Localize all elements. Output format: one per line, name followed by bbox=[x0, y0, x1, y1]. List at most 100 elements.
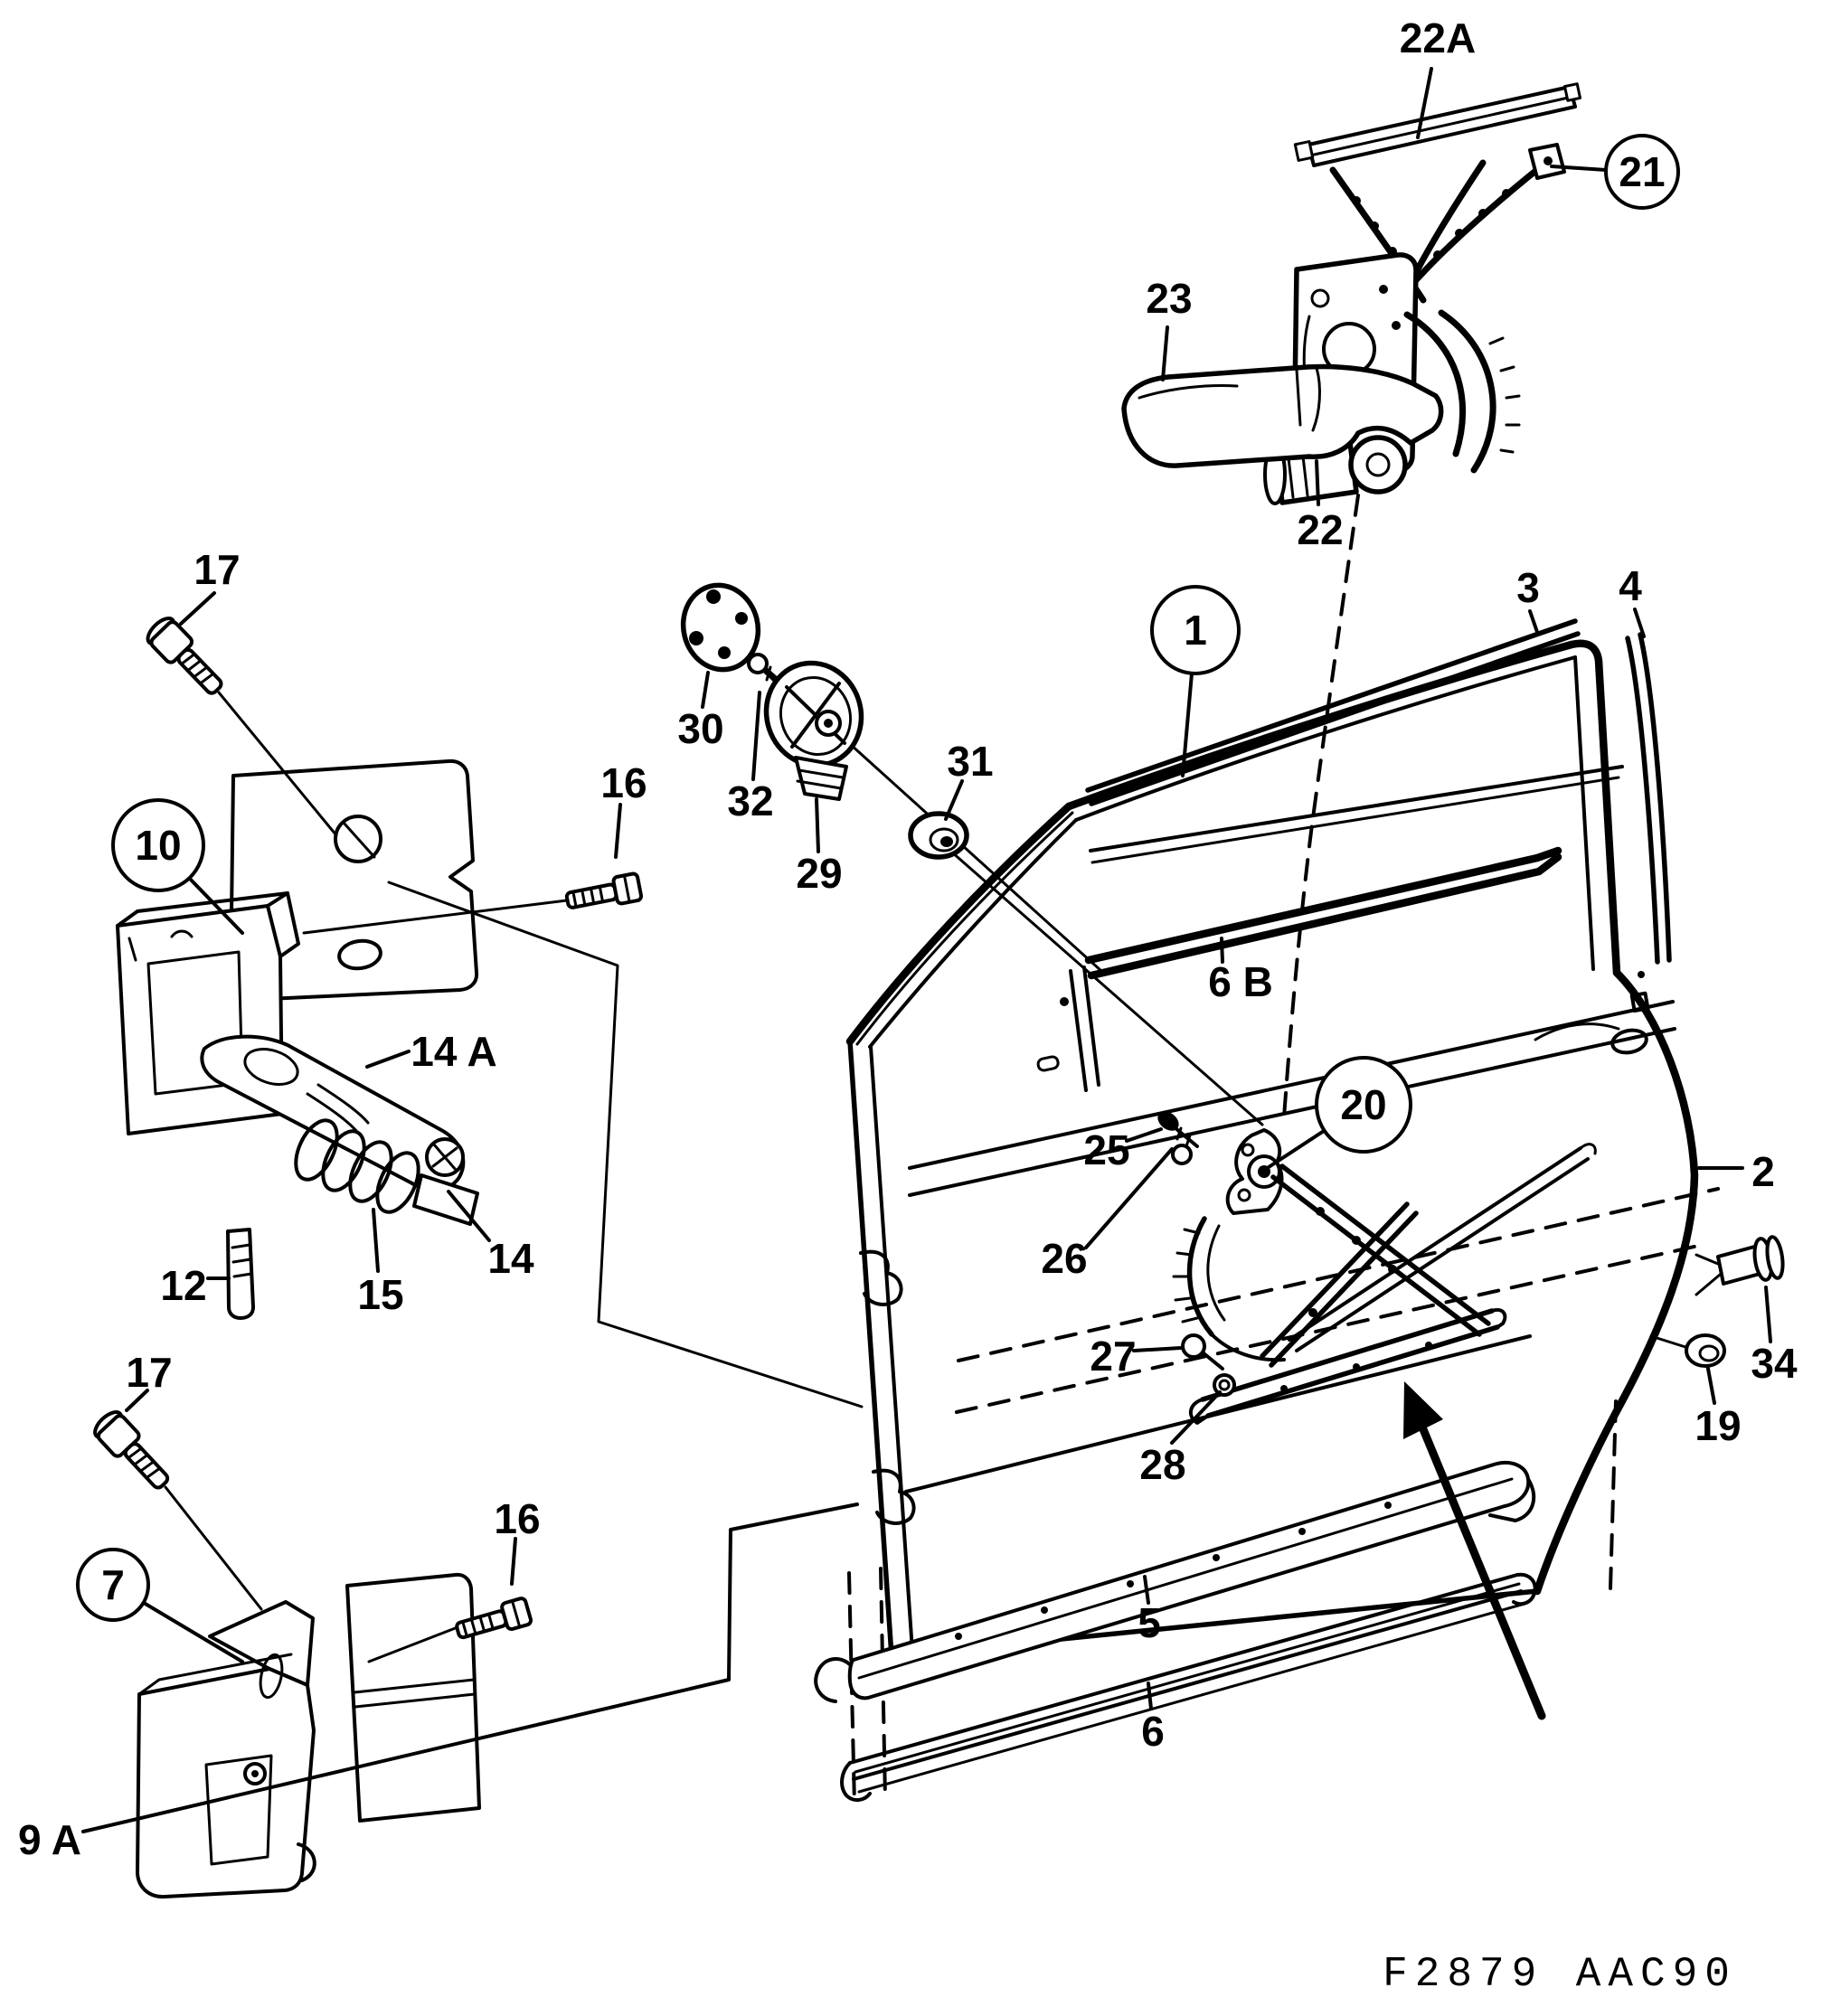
glass-channel bbox=[1288, 1146, 1590, 1352]
fasteners bbox=[93, 617, 1785, 1640]
leader-circled-1 bbox=[1181, 672, 1194, 777]
leader-25-14 bbox=[1125, 1127, 1163, 1143]
backing-plate-30 bbox=[680, 582, 761, 673]
leader-6-24 bbox=[1147, 1682, 1153, 1710]
inner-sill-strip bbox=[847, 1461, 1531, 1700]
leader-4-4 bbox=[1633, 608, 1646, 638]
assembly-callout-circle-10 bbox=[111, 798, 205, 892]
assembly-label-7: 7 bbox=[101, 1561, 125, 1608]
assembly-label-1: 1 bbox=[1184, 607, 1207, 654]
leader-circled-21 bbox=[1550, 165, 1608, 172]
part-label-12-18: 12 bbox=[160, 1262, 206, 1309]
leader-16-6 bbox=[614, 803, 622, 859]
part-label-23-1: 23 bbox=[1146, 275, 1192, 322]
bottom-channel bbox=[1200, 1308, 1500, 1418]
outer-lower-molding bbox=[848, 1573, 1519, 1765]
hinge-bolt-16-lower bbox=[455, 1597, 533, 1640]
part-label-25-14: 25 bbox=[1083, 1126, 1129, 1173]
part-label-14-20: 14 bbox=[487, 1235, 534, 1282]
leader-14-20 bbox=[447, 1190, 491, 1242]
part-label-22A-0: 22A bbox=[1400, 14, 1476, 61]
assembly-callout-circle-1 bbox=[1150, 585, 1241, 675]
figure-code: F2879 AAC90 bbox=[1383, 1951, 1737, 1998]
assembly-label-21: 21 bbox=[1619, 148, 1665, 195]
leader-circled-10 bbox=[187, 876, 244, 935]
window-regulator-exploded bbox=[1121, 82, 1582, 1119]
part-label-29-9: 29 bbox=[796, 850, 842, 897]
part-label-15-19: 15 bbox=[357, 1271, 403, 1318]
leader-22A-0 bbox=[1416, 67, 1433, 139]
part-label-30-7: 30 bbox=[677, 705, 723, 752]
assembly-label-20: 20 bbox=[1340, 1081, 1386, 1128]
part-label-17-25: 17 bbox=[126, 1349, 172, 1396]
rear-molding-strip bbox=[1625, 636, 1660, 965]
part-label-3-3: 3 bbox=[1516, 564, 1540, 611]
assembly-callout-circle-7 bbox=[76, 1548, 150, 1622]
part-label-32-8: 32 bbox=[727, 777, 773, 824]
screw-25 bbox=[1157, 1111, 1179, 1131]
hinge-bolt-16-upper bbox=[564, 871, 644, 909]
leader-19-22 bbox=[1706, 1367, 1716, 1405]
part-label-16-26: 16 bbox=[494, 1495, 540, 1542]
inner-belt-strip bbox=[1084, 846, 1562, 965]
part-label-6-24: 6 bbox=[1141, 1708, 1165, 1755]
part-label-34-21: 34 bbox=[1751, 1340, 1798, 1387]
leader-22-2 bbox=[1315, 459, 1320, 506]
assembly-label-10: 10 bbox=[135, 822, 181, 869]
door-panel bbox=[845, 618, 1720, 1806]
leader-16-26 bbox=[510, 1537, 517, 1586]
part-label-31-10: 31 bbox=[947, 738, 993, 785]
leader-26-15 bbox=[1084, 1147, 1174, 1249]
upper-molding-strip bbox=[1085, 618, 1578, 793]
part-label-22-2: 22 bbox=[1297, 506, 1343, 553]
part-label-26-15: 26 bbox=[1041, 1235, 1087, 1282]
leader-29-9 bbox=[815, 797, 820, 853]
leader-17-25 bbox=[125, 1389, 149, 1412]
hinge-bolt-17-upper bbox=[146, 617, 223, 695]
check-spring bbox=[294, 1118, 339, 1182]
screw-27 bbox=[1181, 1333, 1206, 1359]
leader-14A-12 bbox=[365, 1050, 411, 1069]
leader-3-3 bbox=[1528, 609, 1540, 636]
door-check-arm bbox=[200, 1034, 466, 1192]
assembly-callout-circle-20 bbox=[1315, 1056, 1412, 1154]
leader-circled-20 bbox=[1264, 1129, 1326, 1171]
leader-circled-7 bbox=[142, 1601, 244, 1663]
lower-hinge-assembly bbox=[136, 1572, 481, 1899]
part-label-2-13: 2 bbox=[1751, 1148, 1775, 1195]
leader-34-21 bbox=[1764, 1286, 1772, 1343]
part-label-27-16: 27 bbox=[1090, 1333, 1136, 1380]
part-label-6B-11: 6 B bbox=[1208, 958, 1273, 1005]
leader-5-23 bbox=[1143, 1575, 1150, 1605]
install-path-dashed bbox=[1282, 494, 1360, 1119]
install-direction-arrow bbox=[1403, 1381, 1546, 1720]
leader-32-8 bbox=[751, 691, 761, 781]
screw-32 bbox=[747, 653, 769, 674]
part-label-28-17: 28 bbox=[1139, 1441, 1185, 1488]
leader-6B-11 bbox=[1220, 937, 1224, 964]
grommet-19 bbox=[1685, 1333, 1726, 1368]
washer-28 bbox=[1213, 1373, 1236, 1397]
leader-9A-27 bbox=[81, 1503, 859, 1833]
leader-15-19 bbox=[372, 1208, 380, 1273]
part-label-19-22: 19 bbox=[1695, 1402, 1741, 1449]
part-label-16-6: 16 bbox=[600, 759, 647, 806]
hinge-bolt-17-lower bbox=[93, 1410, 170, 1490]
leader-17-5 bbox=[179, 591, 216, 626]
washer-31 bbox=[908, 811, 969, 860]
hinge-pin bbox=[226, 1228, 255, 1320]
assembly-callout-circle-21 bbox=[1604, 134, 1680, 210]
nut-26 bbox=[1171, 1144, 1193, 1165]
mounting-reference-lines bbox=[164, 691, 1722, 1663]
part-label-17-5: 17 bbox=[194, 546, 240, 593]
part-label-5-23: 5 bbox=[1138, 1599, 1161, 1646]
leader-31-10 bbox=[944, 779, 964, 821]
hinge-front-bracket bbox=[136, 1667, 316, 1899]
leader-28-17 bbox=[1170, 1390, 1222, 1445]
part-label-4-4: 4 bbox=[1619, 562, 1642, 609]
part-label-14A-12: 14 A bbox=[411, 1028, 496, 1075]
door-handle-cutout bbox=[1610, 1028, 1648, 1055]
upper-hinge-assembly bbox=[116, 758, 479, 1320]
